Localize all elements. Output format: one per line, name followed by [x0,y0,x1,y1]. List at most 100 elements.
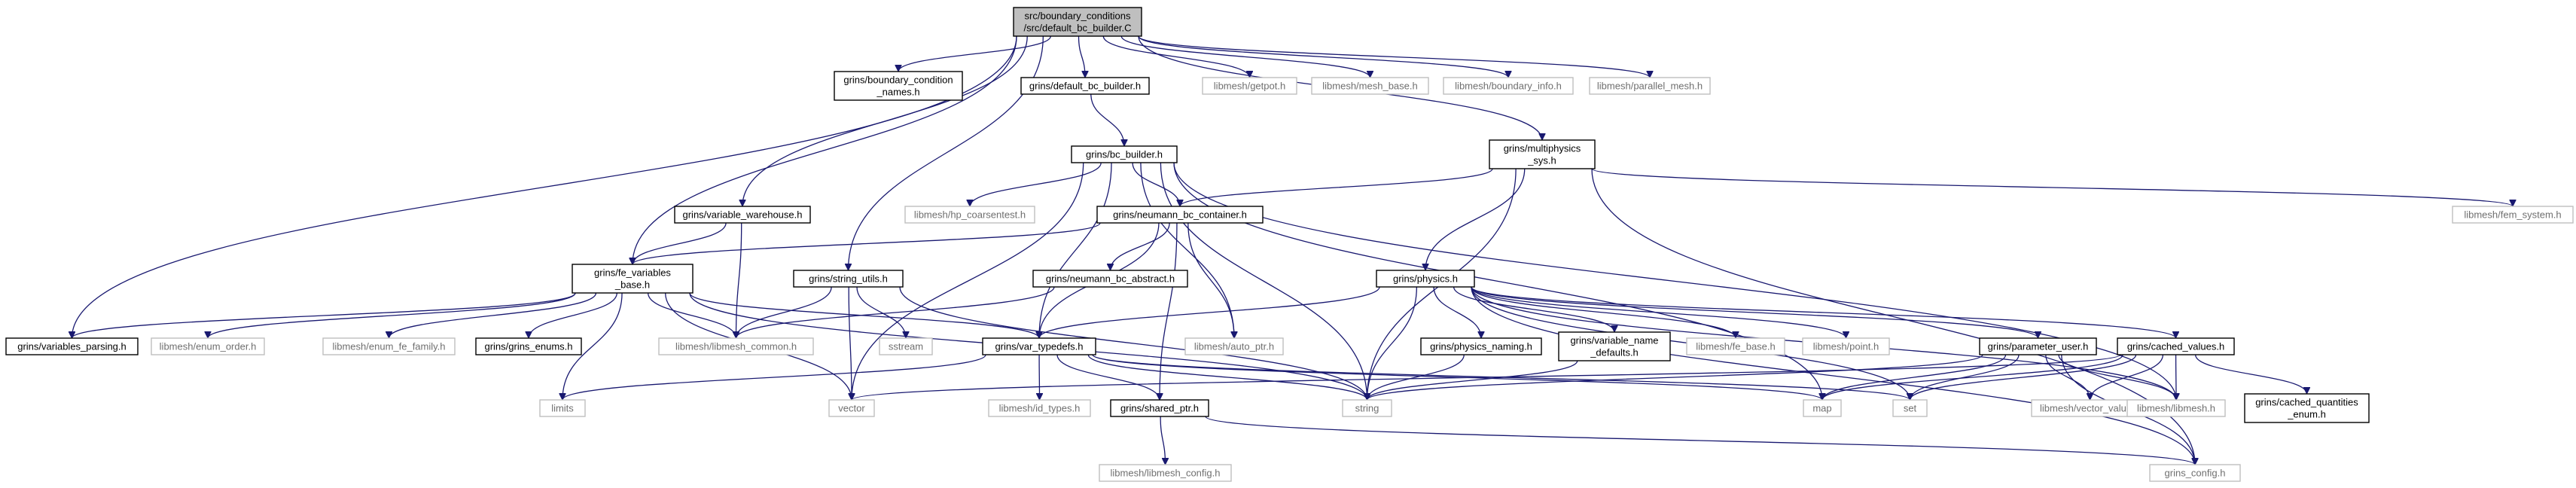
node-vecvalue: libmesh/vector_value.h [2031,399,2149,417]
node-label: /src/default_bc_builder.C [1023,23,1131,34]
node-box [828,399,875,417]
edge-root-to-parmesh [1138,35,1650,78]
edge-neumann-to-neumannabs [1111,222,1170,271]
node-box [1202,77,1297,95]
edge-multi-to-physics [1425,168,1526,270]
node-label: grins/grins_enums.h [484,341,572,352]
edge-physics-to-physnaming [1433,286,1481,338]
edge-physics-to-varnamedef [1453,286,1614,333]
node-defbc[interactable]: grins/default_bc_builder.h [1020,77,1150,95]
node-libmeshcommon: libmesh/libmesh_common.h [658,337,814,355]
node-bcnames[interactable]: grins/boundary_condition_names.h [834,71,963,101]
node-label: libmesh/id_types.h [999,403,1081,414]
edge-paramuser-to-vecvalue [2045,354,2090,401]
node-label: libmesh/hp_coarsentest.h [914,209,1026,221]
node-vector: vector [828,399,875,417]
edge-bcbuilder-to-vartypedefs [1039,162,1112,338]
node-femsys: libmesh/fem_system.h [2452,206,2574,224]
node-box [1013,7,1142,37]
node-box [2244,393,2370,423]
node-limits: limits [539,399,586,417]
node-box [322,337,456,355]
node-label: src/boundary_conditions [1025,11,1131,22]
node-label: grins/default_bc_builder.h [1029,81,1141,92]
edge-paramuser-to-string [1367,354,1983,401]
node-box [1096,206,1264,224]
node-label: libmesh/libmesh_common.h [675,341,797,352]
node-physics[interactable]: grins/physics.h [1376,270,1475,288]
edge-physnaming-to-string [1367,354,1465,401]
node-getpot: libmesh/getpot.h [1202,77,1297,95]
edge-bcbuilder-to-hpcoarsen [970,162,1102,207]
edge-fevarbase-to-grinsenums [529,292,617,339]
node-box [2126,399,2226,417]
edge-bcbuilder-to-map [1173,162,1822,400]
node-box [674,206,811,224]
node-box [1803,399,1842,417]
node-box [1184,337,1284,355]
edge-multi-to-femsys [1591,168,2513,207]
node-sstream: sstream [879,337,933,355]
node-neumannabs[interactable]: grins/neumann_bc_abstract.h [1032,270,1188,288]
edge-vartypedefs-to-limits [562,354,986,401]
node-strutils[interactable]: grins/string_utils.h [793,270,904,288]
edge-strutils-to-libmeshcommon [736,286,832,339]
edge-vartypedefs-to-map [1092,354,1822,401]
node-root[interactable]: src/boundary_conditions/src/default_bc_b… [1013,7,1142,37]
node-label: grins/neumann_bc_abstract.h [1046,273,1175,285]
edge-fevarbase-to-vartypedefs [689,292,1039,339]
node-label: map [1812,403,1831,414]
node-box [1589,77,1711,95]
node-map: map [1803,399,1842,417]
edge-root-to-meshbase [1120,35,1370,78]
node-paramuser[interactable]: grins/parameter_user.h [1979,337,2097,355]
edge-physics-to-febase [1471,286,1736,339]
edge-cached-to-vector [852,354,2121,401]
node-grinsenums[interactable]: grins/grins_enums.h [475,337,582,355]
node-label: libmesh/enum_order.h [160,341,257,352]
node-label: grins/multiphysics [1504,143,1581,154]
node-idtypes: libmesh/id_types.h [988,399,1091,417]
node-box [151,337,265,355]
node-cached[interactable]: grins/cached_values.h [2117,337,2235,355]
node-enumorder: libmesh/enum_order.h [151,337,265,355]
edge-bcbuilder-to-autoptr [1140,162,1234,338]
edge-physics-to-paramuser [1471,286,2038,339]
node-physnaming[interactable]: grins/physics_naming.h [1420,337,1542,355]
edge-neumann-to-sharedptr [1160,222,1178,400]
node-box [475,337,582,355]
node-meshbase: libmesh/mesh_base.h [1311,77,1429,95]
edge-varware-to-fevarbase [633,222,727,265]
node-neumann[interactable]: grins/neumann_bc_container.h [1096,206,1264,224]
node-cachedenum[interactable]: grins/cached_quantities_enum.h [2244,393,2370,423]
node-set: set [1892,399,1928,417]
edge-strutils-to-sstream [856,286,906,338]
node-label: _names.h [876,87,919,98]
node-box [1020,77,1150,95]
edge-root-to-bcnames [898,35,1051,72]
node-hpcoarsen: libmesh/hp_coarsentest.h [904,206,1035,224]
edge-root-to-fevarbase [633,35,1017,264]
node-vartypedefs[interactable]: grins/var_typedefs.h [982,337,1096,355]
node-label: libmesh/auto_ptr.h [1194,341,1274,352]
node-varparse[interactable]: grins/variables_parsing.h [5,337,139,355]
node-febase: libmesh/fe_base.h [1686,337,1785,355]
node-box [1420,337,1542,355]
node-varware[interactable]: grins/variable_warehouse.h [674,206,811,224]
node-bcbuilder[interactable]: grins/bc_builder.h [1071,145,1178,163]
node-label: grins/shared_ptr.h [1120,403,1199,414]
edge-cached-to-vecvalue [2090,354,2164,401]
node-box [1099,464,1232,482]
edge-fevarbase-to-limits [562,292,623,400]
node-varnamedef[interactable]: grins/variable_name_defaults.h [1558,331,1671,361]
edge-cached-to-map [1822,354,2123,401]
node-label: libmesh/fe_base.h [1696,341,1776,352]
node-box [988,399,1091,417]
edge-multi-to-neumann [1180,168,1493,207]
node-fevarbase[interactable]: grins/fe_variables_base.h [572,264,694,294]
node-bdinfo: libmesh/boundary_info.h [1443,77,1574,95]
node-label: grins_config.h [2165,468,2226,479]
node-sharedptr[interactable]: grins/shared_ptr.h [1110,399,1209,417]
node-multi[interactable]: grins/multiphysics_sys.h [1489,139,1596,169]
edge-bcbuilder-to-neumann [1132,162,1180,207]
